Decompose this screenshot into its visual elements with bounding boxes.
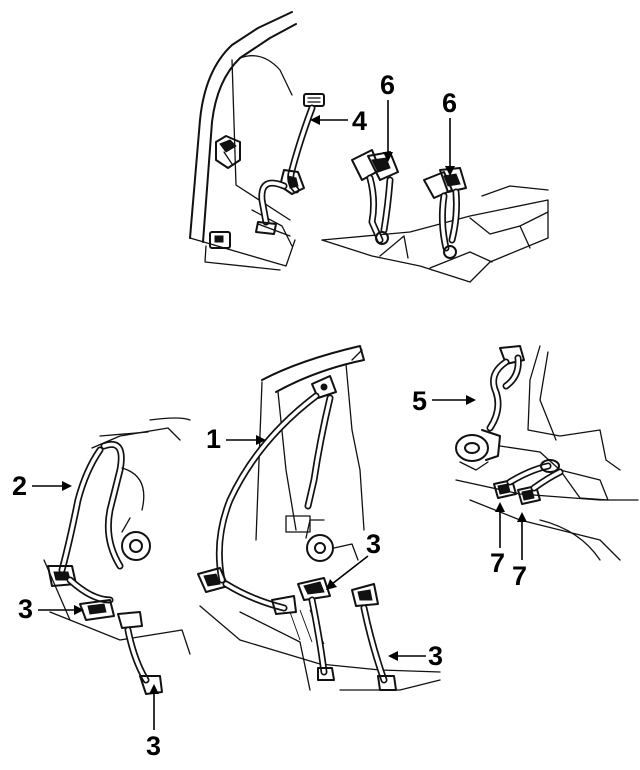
callout-6-right: 6 [442,88,457,176]
callout-number: 2 [12,471,27,501]
callout-number: 7 [490,548,505,578]
front-seat-buckle-right [351,583,397,691]
callout-3-right: 3 [388,641,443,671]
callout-2: 2 [12,471,72,501]
callout-4: 4 [310,106,367,136]
front-seat-belt-assembly [197,375,359,615]
callout-number: 5 [412,386,427,416]
callout-7-right: 7 [512,512,527,591]
callout-3-left: 3 [18,594,84,624]
rear-floor-illustration [321,185,549,283]
front-pillar-illustration [199,345,441,691]
callout-number: 3 [18,594,33,624]
callout-7-left: 7 [490,502,505,578]
rear-seat-belt-assembly [43,417,191,655]
callout-5: 5 [412,386,476,416]
callout-6-left: 6 [380,70,395,162]
callout-number: 3 [366,529,381,559]
callout-number: 7 [512,561,527,591]
callout-number: 3 [146,731,161,761]
rear-retractor-assembly [455,345,525,471]
rear-quarter-panel-illustration [189,11,297,271]
callout-1: 1 [206,424,266,454]
rear-seat-buckle-lower [79,599,163,695]
callout-number: 6 [442,88,457,118]
rear-outer-belt-assembly [255,93,325,235]
callout-number: 4 [352,106,367,136]
callout-3-center: 3 [326,529,381,590]
rear-buckle-assembly-left [351,149,399,245]
rear-buckle-assembly-right [423,167,467,259]
callout-3-bottom: 3 [146,684,161,761]
callout-number: 3 [428,641,443,671]
rear-cargo-area-illustration [455,345,639,561]
rear-buckle-pair [493,459,564,505]
front-seat-buckle-center [297,577,335,681]
callout-number: 1 [206,424,221,454]
callout-number: 6 [380,70,395,100]
